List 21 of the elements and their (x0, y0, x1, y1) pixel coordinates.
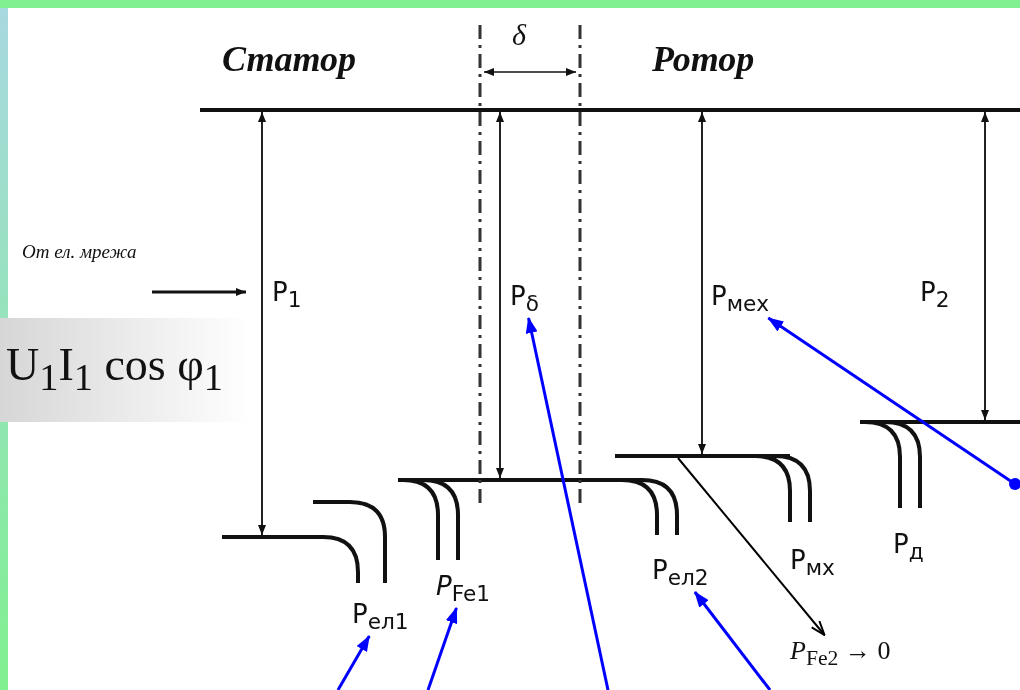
loss-symbol: P$_{д}$ (893, 530, 924, 564)
power-symbol: P$_{δ}$ (510, 282, 539, 316)
leader-line (693, 591, 772, 690)
leader-line (767, 316, 1020, 490)
stator-heading: Статор (222, 40, 357, 80)
input-caption: От ел. мрежа (22, 242, 137, 263)
formula-text: U$_{1}$I$_{1}$ cos φ$_{1}$ (6, 340, 223, 399)
power-symbol: P$_{2}$ (920, 278, 950, 312)
leader-line (426, 607, 458, 690)
loss-symbol: P$_{мх}$ (790, 546, 835, 580)
leader-line (336, 635, 371, 690)
gap-symbol: δ (512, 18, 526, 51)
power-symbol: P$_{мех}$ (711, 282, 770, 316)
leader-line (525, 317, 610, 690)
loss-symbol: P$_{Fe1}$ (436, 572, 491, 606)
power-symbol: P$_{1}$ (272, 278, 302, 312)
loss-symbol: P$_{ел2}$ (652, 556, 709, 590)
loss-symbol: P$_{Fe2}$ → 0 (790, 637, 891, 671)
arrow (677, 457, 826, 636)
loss-symbol: P$_{ел1}$ (352, 600, 409, 634)
rotor-heading: Ротор (652, 40, 755, 80)
